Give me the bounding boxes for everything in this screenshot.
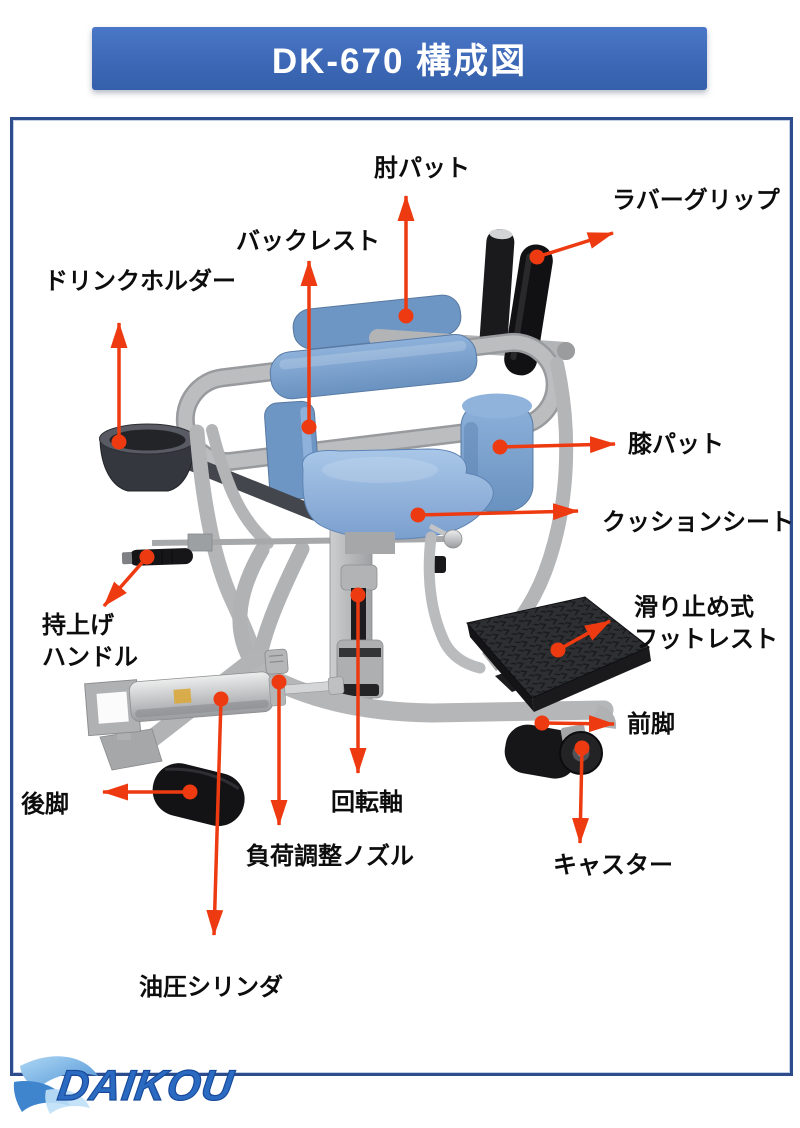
part-label-hydraulic-cylinder: 油圧シリンダ [139, 974, 283, 1001]
logo-swoosh-icon [13, 1056, 98, 1114]
part-label-rotation-shaft: 回転軸 [331, 789, 403, 816]
daikou-logo: DAIKOU [6, 1044, 266, 1124]
part-label-lift-handle: 持上げ ハンドル [42, 612, 138, 671]
part-label-load-adjust-nozzle: 負荷調整ノズル [246, 843, 414, 870]
part-label-knee-pad: 膝パット [628, 431, 724, 458]
part-label-cushion-seat: クッションシート [602, 509, 794, 536]
part-label-drink-holder: ドリンクホルダー [44, 268, 236, 295]
part-label-elbow-pad: 肘パット [374, 155, 470, 182]
part-label-caster: キャスター [553, 852, 673, 879]
part-label-front-leg: 前脚 [627, 711, 675, 738]
part-label-rubber-grip: ラバーグリップ [612, 187, 780, 214]
logo-text: DAIKOU [54, 1061, 238, 1110]
diagram-title-bar: DK-670 構成図 [92, 27, 707, 90]
part-label-backrest: バックレスト [236, 228, 380, 255]
page-title: DK-670 構成図 [271, 42, 528, 81]
part-label-antislip-footrest: 滑り止め式 フットレスト [634, 594, 778, 653]
part-label-rear-leg: 後脚 [21, 791, 69, 818]
